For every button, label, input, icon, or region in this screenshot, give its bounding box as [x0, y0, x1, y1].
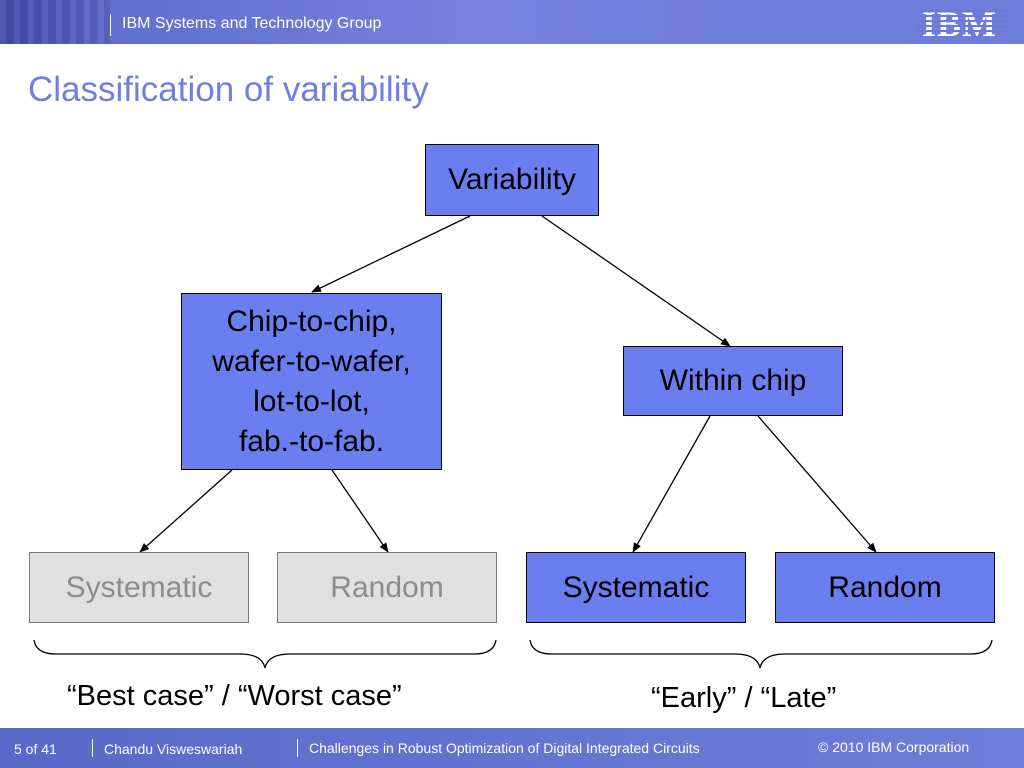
node-chip-line-4: fab.-to-fab. — [238, 424, 385, 458]
node-systematic-blue: Systematic — [526, 552, 746, 623]
node-random-gray: Random — [277, 552, 497, 623]
node-systematic-blue-label: Systematic — [562, 570, 710, 604]
caption-early-late: “Early” / “Late” — [651, 682, 837, 714]
arrow-right-to-random — [757, 415, 877, 553]
node-within-chip: Within chip — [623, 346, 843, 416]
arrow-root-to-left — [311, 215, 471, 293]
node-random-blue-label: Random — [828, 570, 942, 604]
brace-left — [33, 639, 497, 669]
footer-copyright: © 2010 IBM Corporation — [818, 739, 970, 755]
brace-right — [529, 639, 993, 669]
footer-talk-title: Challenges in Robust Optimization of Dig… — [309, 740, 700, 756]
node-systematic-gray: Systematic — [29, 552, 249, 623]
node-random-blue: Random — [775, 552, 995, 623]
arrow-left-to-random — [331, 469, 389, 553]
node-chip-line-2: wafer-to-wafer, — [212, 344, 411, 378]
footer-divider-1 — [92, 739, 93, 757]
ibm-logo: IBM — [918, 4, 1010, 41]
node-chip-line-3: lot-to-lot, — [253, 384, 370, 418]
footer-page-number: 5 of 41 — [14, 741, 57, 757]
footer-bar: 5 of 41 Chandu Visweswariah Challenges i… — [0, 728, 1024, 768]
caption-best-worst: “Best case” / “Worst case” — [67, 680, 402, 712]
footer-author: Chandu Visweswariah — [104, 741, 243, 757]
node-chip-to-chip: Chip-to-chip, wafer-to-wafer, lot-to-lot… — [181, 293, 442, 470]
node-chip-line-1: Chip-to-chip, — [226, 304, 397, 338]
arrow-right-to-systematic — [632, 415, 711, 553]
node-random-gray-label: Random — [330, 570, 444, 604]
slide-title: Classification of variability — [28, 70, 429, 109]
node-systematic-gray-label: Systematic — [65, 570, 213, 604]
footer-divider-2 — [297, 739, 298, 757]
arrow-left-to-systematic — [139, 469, 233, 553]
header-pattern — [0, 0, 110, 44]
node-variability-label: Variability — [448, 163, 576, 196]
header-divider — [110, 14, 111, 36]
node-within-chip-label: Within chip — [659, 364, 807, 397]
arrow-root-to-right — [541, 215, 731, 347]
header-bar: IBM Systems and Technology Group IBM — [0, 0, 1024, 44]
node-variability: Variability — [425, 144, 599, 216]
header-org: IBM Systems and Technology Group — [122, 15, 382, 32]
